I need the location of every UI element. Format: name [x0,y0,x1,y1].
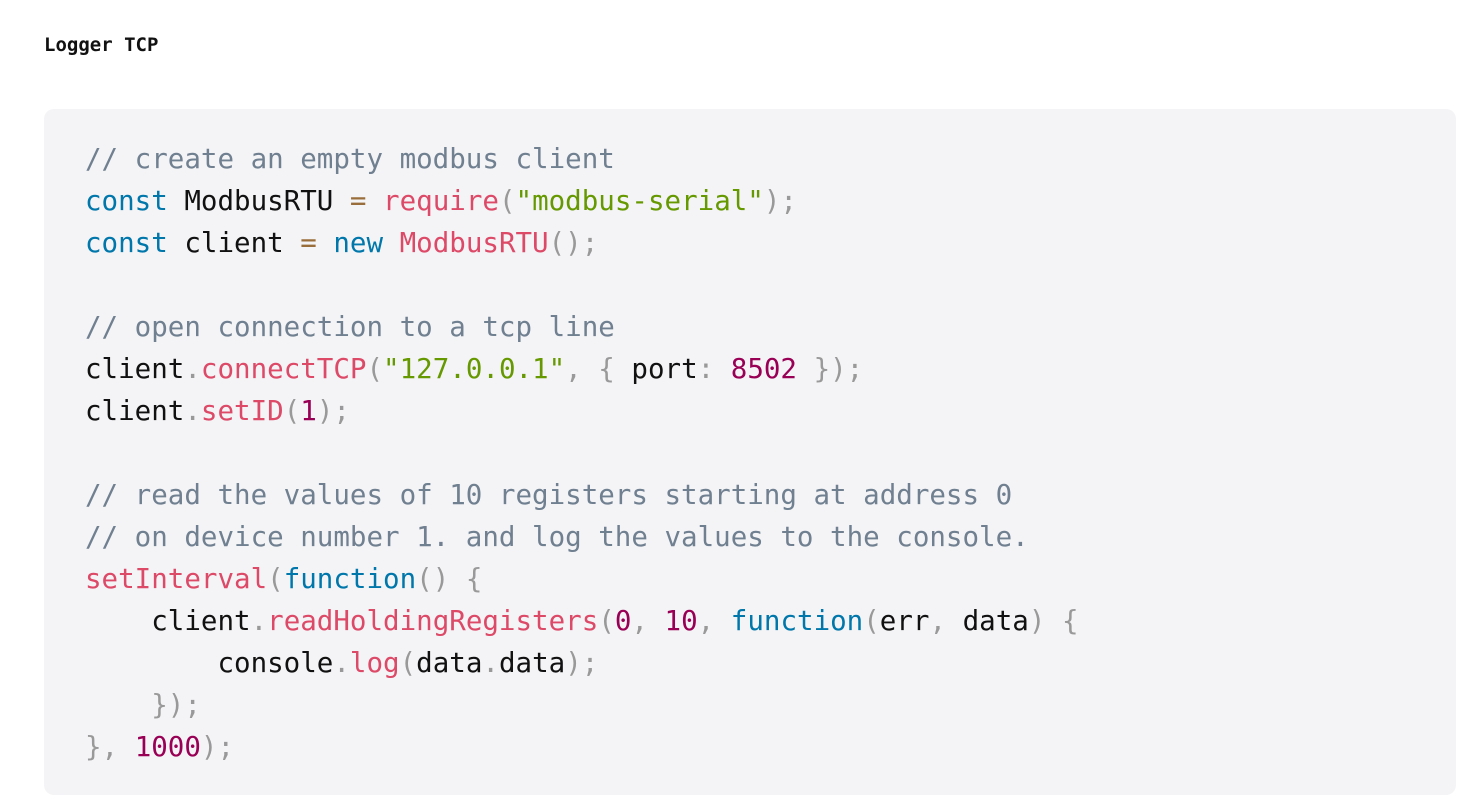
code-token-plain: data [498,647,566,679]
code-token-punct: }, [85,731,119,763]
code-token-plain: port [614,353,698,385]
code-line: client.connectTCP("127.0.0.1", { port: 8… [85,348,1456,390]
code-token-plain [383,227,400,259]
code-token-function: setID [200,395,284,427]
code-line [85,432,1456,474]
code-token-punct: , [697,605,715,637]
code-token-string: "127.0.0.1" [383,353,566,385]
code-line: client.setID(1); [85,390,1456,432]
section-title: Logger TCP [44,34,159,56]
code-token-keyword: function [730,605,864,637]
code-line: // read the values of 10 registers start… [85,474,1456,516]
code-token-function: connectTCP [200,353,367,385]
code-line: // on device number 1. and log the value… [85,516,1456,558]
code-token-punct: (); [548,227,599,259]
code-token-function: ModbusRTU [399,227,549,259]
code-token-number: 1000 [134,731,201,763]
code-token-plain [366,185,383,217]
code-token-string: "modbus-serial" [515,185,764,217]
code-token-punct: ); [565,647,599,679]
code-line: setInterval(function() { [85,558,1456,600]
code-token-punct: : [697,353,715,385]
code-token-punct: , { [565,353,615,385]
code-token-plain: client [85,605,251,637]
code-token-punct: ); [763,185,797,217]
code-token-plain [118,731,135,763]
code-token-number: 1 [300,395,317,427]
code-token-plain [714,605,731,637]
code-token-plain: err [879,605,930,637]
code-token-punct: ( [498,185,516,217]
code-token-plain [648,605,665,637]
code-token-punct: { [1061,605,1079,637]
code-token-keyword: function [283,563,417,595]
code-token-plain: client [85,353,185,385]
code-token-punct: . [184,395,201,427]
code-line: const client = new ModbusRTU(); [85,222,1456,264]
code-token-punct: ) [1028,605,1046,637]
code-line: // create an empty modbus client [85,138,1456,180]
code-token-punct: ( [399,647,417,679]
code-token-plain: client [167,227,301,259]
code-token-plain: console [85,647,334,679]
code-token-punct: . [250,605,268,637]
code-token-keyword: new [333,227,384,259]
code-token-keyword: const [85,227,168,259]
code-token-punct: ( [267,563,284,595]
code-token-function: readHoldingRegisters [267,605,599,637]
code-token-plain: ModbusRTU [167,185,350,217]
code-block: // create an empty modbus client const Mo… [44,109,1456,795]
code-line: console.log(data.data); [85,642,1456,684]
code-line: }, 1000); [85,726,1456,768]
code-token-punct: , [631,605,648,637]
code-token-comment: // on device number 1. and log the value… [85,521,1029,553]
code-token-plain [797,353,814,385]
code-token-plain [714,353,731,385]
code-token-plain [1045,605,1062,637]
code-token-function: log [349,647,400,679]
code-token-plain: client [85,395,185,427]
code-token-punct: ( [283,395,301,427]
code-token-punct: , [929,605,947,637]
code-token-punct: . [482,647,499,679]
code-line: client.readHoldingRegisters(0, 10, funct… [85,600,1456,642]
code-token-punct: () [416,563,450,595]
code-token-comment: // read the values of 10 registers start… [85,479,1013,511]
code-token-number: 0 [614,605,632,637]
code-token-function: require [383,185,499,217]
code-token-plain [317,227,334,259]
code-token-punct: . [333,647,350,679]
code-token-keyword: const [85,185,168,217]
code-token-punct: { [465,563,483,595]
code-token-plain [85,689,151,721]
code-listing: // create an empty modbus client const Mo… [85,138,1456,768]
code-line: // open connection to a tcp line [85,306,1456,348]
code-line: }); [85,684,1456,726]
code-token-plain: data [416,647,483,679]
code-token-punct: ); [200,731,235,763]
code-token-punct: . [184,353,201,385]
code-token-comment: // create an empty modbus client [85,143,615,175]
code-token-plain: data [946,605,1029,637]
code-token-plain [449,563,466,595]
code-token-operator: = [300,227,317,259]
code-token-number: 8502 [730,353,797,385]
code-token-punct: ); [316,395,350,427]
code-token-punct: ( [598,605,615,637]
code-token-comment: // open connection to a tcp line [85,311,615,343]
code-line: const ModbusRTU = require("modbus-serial… [85,180,1456,222]
code-token-operator: = [349,185,367,217]
code-token-punct: }); [813,353,864,385]
code-token-function: setInterval [85,563,268,595]
code-token-punct: ( [863,605,880,637]
code-token-punct: ( [366,353,384,385]
code-token-number: 10 [664,605,698,637]
code-token-punct: }); [151,689,201,721]
code-line [85,264,1456,306]
